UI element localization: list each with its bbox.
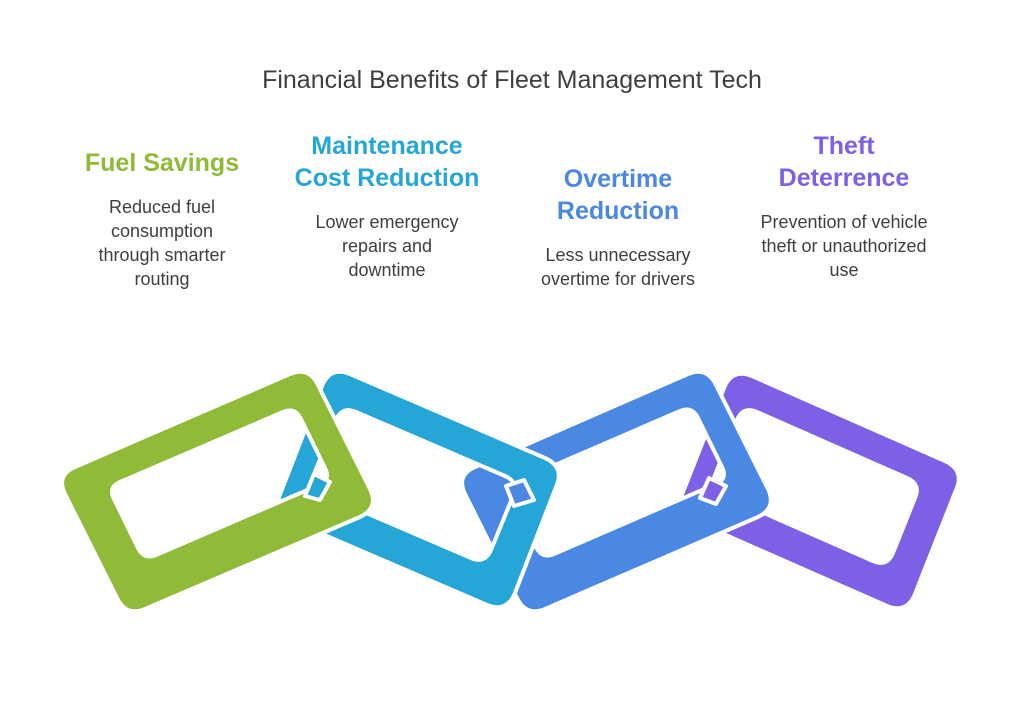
benefit-overtime-reduction: Overtime Reduction Less unnecessary over… xyxy=(518,163,718,291)
description-line: use xyxy=(829,260,859,280)
benefit-heading: Maintenance Cost Reduction xyxy=(277,130,497,194)
description-line: Reduced fuel xyxy=(108,197,216,217)
benefit-description: Reduced fuel consumption through smarter… xyxy=(62,195,262,291)
description-line: theft or unauthorized xyxy=(761,236,927,256)
chain-link-theft-deterrence xyxy=(678,371,961,611)
description-line: routing xyxy=(134,269,190,289)
heading-line: Cost Reduction xyxy=(294,164,480,192)
description-line: downtime xyxy=(348,260,426,280)
heading-line: Fuel Savings xyxy=(84,149,240,177)
chain-link-overlap xyxy=(303,472,332,502)
heading-line: Overtime xyxy=(563,165,673,193)
benefit-heading: Theft Deterrence xyxy=(744,130,944,194)
description-line: repairs and xyxy=(341,236,433,256)
description-line: Lower emergency xyxy=(315,212,459,232)
benefit-maintenance-cost-reduction: Maintenance Cost Reduction Lower emergen… xyxy=(277,130,497,282)
description-line: through smarter xyxy=(98,245,226,265)
chain-link-overlap xyxy=(504,478,536,508)
benefit-heading: Fuel Savings xyxy=(62,147,262,179)
chain-link-fuel-savings xyxy=(60,369,375,614)
heading-line: Deterrence xyxy=(778,164,910,192)
description-line: Prevention of vehicle xyxy=(760,212,928,232)
benefit-description: Prevention of vehicle theft or unauthori… xyxy=(744,210,944,282)
chain-link-overlap xyxy=(698,476,728,506)
benefit-description: Less unnecessary overtime for drivers xyxy=(518,243,718,291)
heading-line: Maintenance xyxy=(311,132,463,160)
heading-line: Reduction xyxy=(556,197,680,225)
description-line: Less unnecessary xyxy=(545,245,691,265)
benefit-heading: Overtime Reduction xyxy=(518,163,718,227)
description-line: overtime for drivers xyxy=(540,269,696,289)
heading-line: Theft xyxy=(813,132,875,160)
benefit-description: Lower emergency repairs and downtime xyxy=(277,210,497,282)
benefit-theft-deterrence: Theft Deterrence Prevention of vehicle t… xyxy=(744,130,944,282)
description-line: consumption xyxy=(110,221,214,241)
diagram-title: Financial Benefits of Fleet Management T… xyxy=(262,66,762,94)
benefit-fuel-savings: Fuel Savings Reduced fuel consumption th… xyxy=(62,147,262,291)
